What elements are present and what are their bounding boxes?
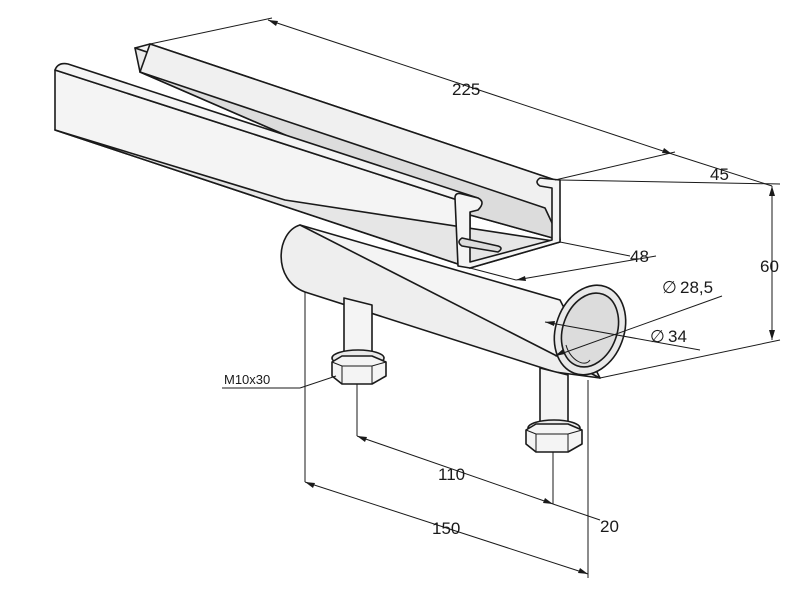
dim-150 [304, 481, 589, 575]
tube-underside [280, 224, 601, 379]
rail-front-lip [54, 62, 479, 205]
diameter-symbol-inner: ∅ [662, 278, 677, 297]
label-inner-diameter: 28,5 [680, 278, 713, 297]
tube [280, 224, 627, 379]
arrow-60-a [769, 186, 775, 196]
arrow-60-b [769, 330, 775, 340]
label-tube-length: 150 [432, 519, 460, 538]
arrow-225-a [268, 20, 278, 26]
arrow-48 [516, 276, 526, 281]
arrow-dia-inner [555, 349, 565, 356]
bolt-left-nut-top [331, 361, 387, 367]
arrow-110-b [543, 498, 553, 504]
label-outer-diameter: 34 [668, 327, 687, 346]
ext-60-a [559, 179, 781, 185]
arrow-150-a [305, 482, 315, 488]
dimension-lines [149, 17, 781, 578]
ext-225-a [149, 17, 273, 45]
arrow-110-a [357, 436, 367, 442]
bolt-right-nut-top [525, 429, 583, 435]
arrow-150-b [578, 568, 588, 574]
bolt-left [331, 297, 387, 385]
label-bolt-spacing: 110 [438, 465, 465, 484]
strut-channel [54, 43, 561, 269]
rail-slot [458, 237, 502, 253]
dimension-labels: 225 45 60 48 ∅ 28,5 ∅ 34 M10x30 110 20 1… [224, 80, 779, 538]
ext-60-b [599, 339, 781, 379]
dim-110 [356, 435, 554, 505]
ext-225-b [554, 151, 676, 181]
ext-48-a [559, 241, 631, 257]
bolt-right [525, 367, 583, 453]
ext-48-b [469, 267, 517, 281]
leader-dia-outer [544, 321, 701, 351]
leader-bolt [299, 375, 337, 389]
arrow-225-b [662, 148, 672, 154]
diameter-symbol-outer: ∅ [650, 327, 665, 346]
label-channel-height: 45 [710, 165, 729, 184]
bolt-left-nut [331, 355, 387, 385]
label-overall-height: 60 [760, 257, 779, 276]
dim-225 [267, 19, 673, 155]
dim-48 [515, 255, 657, 281]
label-bolt-offset: 20 [600, 517, 619, 536]
tube-bore-shadow [565, 344, 591, 364]
dim-45 [671, 153, 773, 187]
label-bolt-spec: M10x30 [224, 372, 270, 387]
arrow-dia-outer [545, 321, 555, 326]
bolt-right-nut [525, 423, 583, 453]
leader-dia-inner [554, 295, 723, 357]
rail-end-profile [454, 177, 561, 269]
label-length: 225 [452, 80, 480, 99]
label-channel-width: 48 [630, 247, 649, 266]
dim-20 [552, 503, 601, 521]
